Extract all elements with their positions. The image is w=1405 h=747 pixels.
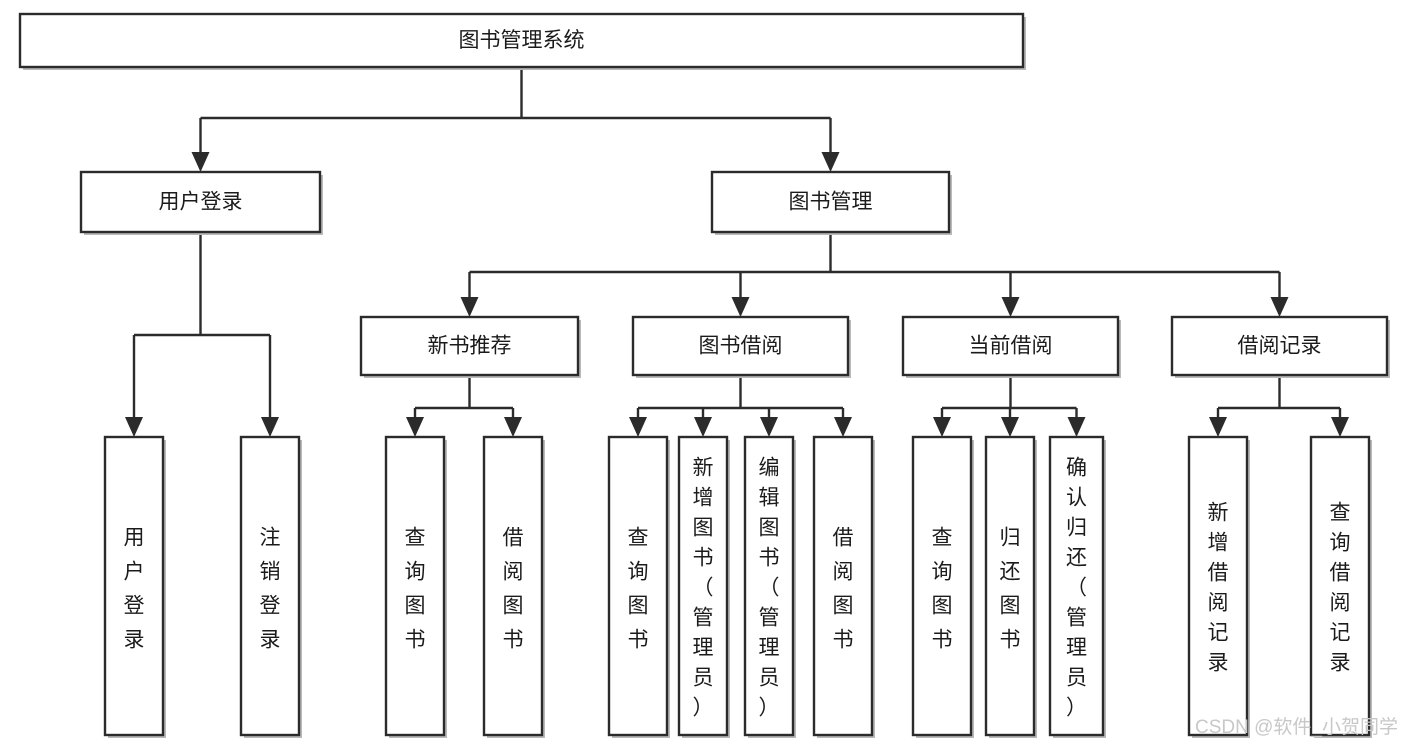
node-当前借阅-l3[interactable]: 当前借阅 — [901, 315, 1121, 378]
l3-借阅记录-branch-arrow — [1209, 417, 1227, 437]
root-branch-arrow — [191, 152, 210, 172]
node-label: 新增图书（管理员） — [693, 456, 714, 719]
root-branch-arrow — [821, 152, 840, 172]
connector-lines-group — [125, 67, 1349, 437]
node-label: 查询图书 — [405, 527, 426, 652]
node-label: 确认归还（管理员） — [1066, 456, 1087, 719]
node-leaf-借阅图书-3[interactable]: 借阅图书 — [482, 435, 545, 738]
book-mgmt-branch-arrow — [460, 297, 479, 317]
node-leaf-新增图书管理员-5[interactable]: 新增图书（管理员） — [677, 435, 730, 738]
box-outline — [911, 435, 973, 737]
box-outline — [384, 435, 446, 737]
l3-图书借阅-branch-arrow — [834, 417, 852, 437]
node-label: 借阅图书 — [833, 527, 854, 652]
node-label: 用户登录 — [124, 527, 145, 652]
box-outline — [482, 435, 544, 737]
l3-图书借阅-branch-arrow — [629, 417, 647, 437]
l3-新书推荐-branch-arrow — [406, 417, 424, 437]
node-label: 借阅图书 — [503, 527, 524, 652]
node-label: 用户登录 — [159, 191, 243, 214]
node-label: 编辑图书（管理员） — [759, 456, 780, 719]
book-mgmt-branch-arrow — [731, 297, 750, 317]
box-outline — [743, 435, 795, 737]
node-label: 借阅记录 — [1238, 335, 1322, 358]
node-label: 归还图书 — [1000, 527, 1021, 652]
node-leaf-查询图书-8[interactable]: 查询图书 — [911, 435, 974, 738]
box-outline — [677, 435, 729, 737]
book-mgmt-branch-arrow — [1270, 297, 1289, 317]
node-label: 新增借阅记录 — [1208, 501, 1229, 674]
l3-借阅记录-branch-arrow — [1331, 417, 1349, 437]
node-leaf-查询图书-4[interactable]: 查询图书 — [607, 435, 670, 738]
node-用户登录-l2[interactable]: 用户登录 — [79, 170, 323, 235]
node-label: 图书管理 — [789, 191, 873, 214]
node-label: 当前借阅 — [969, 335, 1053, 358]
node-图书借阅-l3[interactable]: 图书借阅 — [631, 315, 851, 378]
box-outline — [239, 435, 301, 737]
l3-图书借阅-branch-arrow — [760, 417, 778, 437]
book-mgmt-branch-arrow — [1001, 297, 1020, 317]
box-outline — [631, 315, 850, 377]
node-借阅记录-l3[interactable]: 借阅记录 — [1170, 315, 1390, 378]
node-leaf-借阅图书-7[interactable]: 借阅图书 — [812, 435, 875, 738]
node-新书推荐-l3[interactable]: 新书推荐 — [359, 315, 581, 378]
node-leaf-确认归还管理员-10[interactable]: 确认归还（管理员） — [1048, 435, 1106, 738]
l3-图书借阅-branch-arrow — [694, 417, 712, 437]
node-label: 查询图书 — [628, 527, 649, 652]
node-label: 查询图书 — [932, 527, 953, 652]
node-leaf-查询图书-2[interactable]: 查询图书 — [384, 435, 447, 738]
node-leaf-查询借阅记录-12[interactable]: 查询借阅记录 — [1309, 435, 1372, 738]
node-boxes-group: 图书管理系统用户登录图书管理新书推荐图书借阅当前借阅借阅记录用户登录注销登录查询… — [18, 12, 1390, 738]
box-outline — [1048, 435, 1105, 737]
box-outline — [79, 170, 322, 234]
node-图书管理-l2[interactable]: 图书管理 — [710, 170, 952, 235]
node-label: 图书借阅 — [699, 335, 783, 358]
l3-新书推荐-branch-arrow — [504, 417, 522, 437]
node-图书管理系统-root[interactable]: 图书管理系统 — [18, 12, 1026, 70]
box-outline — [1309, 435, 1371, 737]
node-label: 查询借阅记录 — [1330, 501, 1351, 674]
node-leaf-归还图书-9[interactable]: 归还图书 — [984, 435, 1037, 738]
box-outline — [359, 315, 580, 377]
l3-当前借阅-branch-arrow — [933, 417, 951, 437]
box-outline — [18, 12, 1025, 69]
box-outline — [1170, 315, 1389, 377]
box-outline — [710, 170, 951, 234]
box-outline — [607, 435, 669, 737]
box-outline — [103, 435, 165, 737]
box-outline — [1187, 435, 1249, 737]
node-leaf-新增借阅记录-11[interactable]: 新增借阅记录 — [1187, 435, 1250, 738]
node-leaf-注销登录-1[interactable]: 注销登录 — [239, 435, 302, 738]
box-outline — [812, 435, 874, 737]
login-branch-arrow — [125, 417, 143, 437]
l3-当前借阅-branch-arrow — [1067, 417, 1086, 437]
watermark-label: CSDN @软件_小贺同学 — [1195, 716, 1398, 738]
node-label: 注销登录 — [260, 527, 281, 652]
node-leaf-编辑图书管理员-6[interactable]: 编辑图书（管理员） — [743, 435, 796, 738]
box-outline — [984, 435, 1036, 737]
login-branch-arrow — [261, 417, 279, 437]
node-label: 新书推荐 — [428, 335, 512, 358]
node-leaf-用户登录-0[interactable]: 用户登录 — [103, 435, 166, 738]
node-label: 图书管理系统 — [459, 29, 585, 52]
box-outline — [901, 315, 1120, 377]
l3-当前借阅-branch-arrow — [1001, 417, 1019, 437]
